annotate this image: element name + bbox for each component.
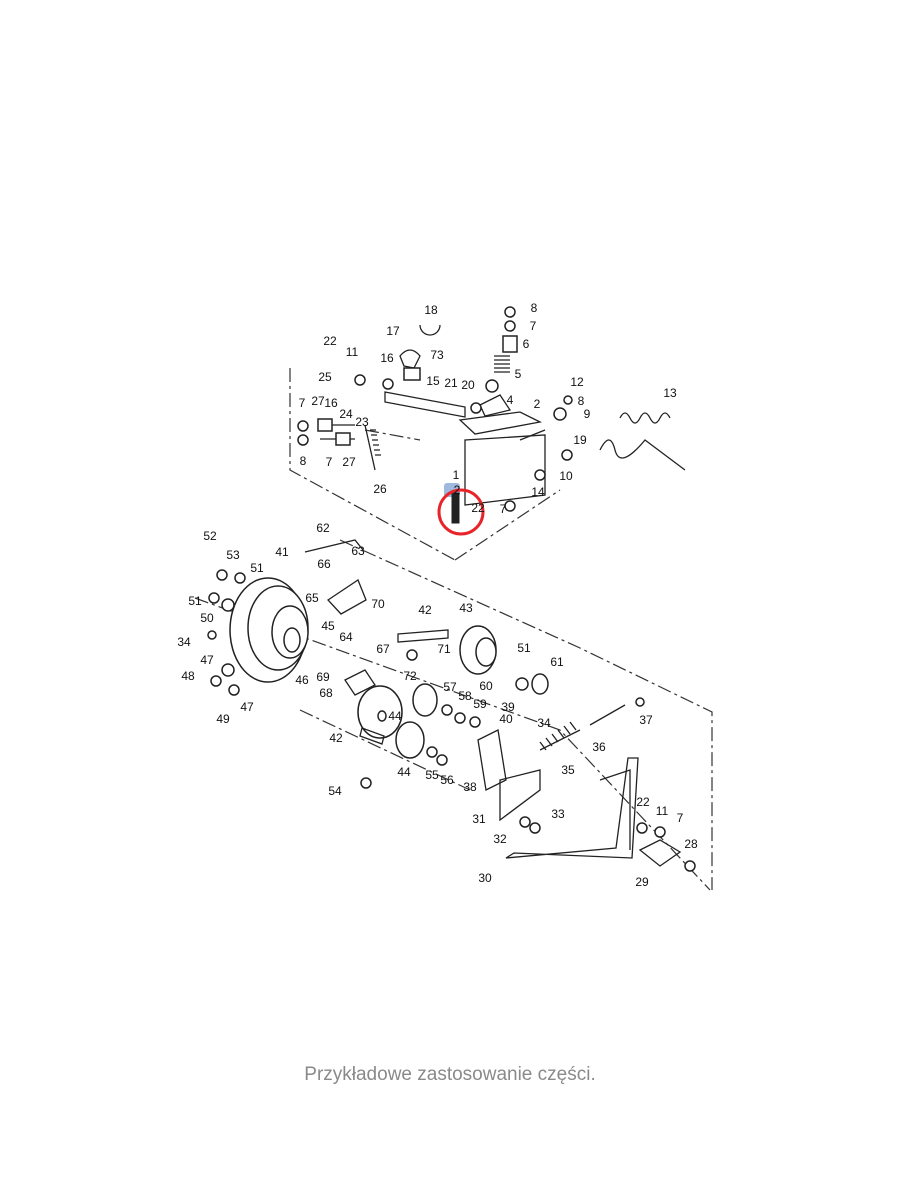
part-label: 4 bbox=[507, 393, 514, 407]
part-label: 6 bbox=[523, 337, 530, 351]
part-label: 16 bbox=[324, 396, 338, 410]
part-label: 7 bbox=[299, 396, 306, 410]
caption: Przykładowe zastosowanie części. bbox=[304, 1064, 596, 1085]
part-label: 23 bbox=[355, 415, 369, 429]
part-label: 25 bbox=[318, 370, 332, 384]
part-label: 47 bbox=[200, 653, 214, 667]
highlighted-part bbox=[437, 483, 485, 536]
part-label: 42 bbox=[329, 731, 343, 745]
part-label: 34 bbox=[177, 635, 191, 649]
part-label: 61 bbox=[550, 655, 564, 669]
part-label: 1 bbox=[453, 468, 460, 482]
part-label: 27 bbox=[311, 394, 325, 408]
part-label: 52 bbox=[203, 529, 217, 543]
part-label: 64 bbox=[339, 630, 353, 644]
part-label: 71 bbox=[437, 642, 451, 656]
part-label: 51 bbox=[250, 561, 264, 575]
part-label: 29 bbox=[635, 875, 649, 889]
part-label: 70 bbox=[371, 597, 385, 611]
part-label: 31 bbox=[472, 812, 486, 826]
part-label: 5 bbox=[515, 367, 522, 381]
part-label: 33 bbox=[551, 807, 565, 821]
highlight-circle bbox=[437, 488, 485, 536]
part-label: 7 bbox=[500, 502, 507, 516]
part-label: 60 bbox=[479, 679, 493, 693]
part-label: 53 bbox=[226, 548, 240, 562]
part-label: 57 bbox=[443, 680, 457, 694]
part-label: 43 bbox=[459, 601, 473, 615]
part-label: 69 bbox=[316, 670, 330, 684]
part-label: 22 bbox=[471, 501, 485, 515]
part-label: 49 bbox=[216, 712, 230, 726]
part-label: 15 bbox=[426, 374, 440, 388]
part-label: 26 bbox=[373, 482, 387, 496]
part-label: 38 bbox=[463, 780, 477, 794]
part-label: 21 bbox=[444, 376, 458, 390]
part-label: 18 bbox=[424, 303, 438, 317]
part-label: 58 bbox=[458, 689, 472, 703]
part-label: 24 bbox=[339, 407, 353, 421]
part-label: 51 bbox=[517, 641, 531, 655]
part-label: 13 bbox=[663, 386, 677, 400]
part-label: 12 bbox=[570, 375, 584, 389]
part-label: 47 bbox=[240, 700, 254, 714]
part-label: 56 bbox=[440, 773, 454, 787]
part-label: 41 bbox=[275, 545, 289, 559]
part-label: 39 bbox=[501, 700, 515, 714]
part-label: 63 bbox=[351, 544, 365, 558]
part-label: 40 bbox=[499, 712, 513, 726]
part-label: 14 bbox=[531, 485, 545, 499]
part-label: 8 bbox=[300, 454, 307, 468]
part-label: 19 bbox=[573, 433, 587, 447]
part-label: 10 bbox=[559, 469, 573, 483]
part-label: 37 bbox=[639, 713, 653, 727]
part-label: 34 bbox=[537, 716, 551, 730]
part-label: 66 bbox=[317, 557, 331, 571]
part-label: 32 bbox=[493, 832, 507, 846]
part-label: 44 bbox=[388, 709, 402, 723]
upper-assembly bbox=[297, 306, 686, 512]
part-label: 72 bbox=[403, 669, 417, 683]
part-label: 68 bbox=[319, 686, 333, 700]
part-label: 7 bbox=[530, 319, 537, 333]
part-label: 44 bbox=[397, 765, 411, 779]
part-label: 2 bbox=[454, 483, 461, 497]
part-label: 73 bbox=[430, 348, 444, 362]
part-label: 59 bbox=[473, 697, 487, 711]
part-label: 67 bbox=[376, 642, 390, 656]
part-label: 8 bbox=[531, 301, 538, 315]
part-label: 55 bbox=[425, 768, 439, 782]
part-label: 28 bbox=[684, 837, 698, 851]
part-label: 54 bbox=[328, 784, 342, 798]
part-label: 42 bbox=[418, 603, 432, 617]
part-label: 36 bbox=[592, 740, 606, 754]
part-label: 22 bbox=[636, 795, 650, 809]
part-label: 20 bbox=[461, 378, 475, 392]
part-label: 16 bbox=[380, 351, 394, 365]
part-label: 11 bbox=[346, 345, 359, 359]
part-label: 2 bbox=[534, 397, 541, 411]
part-label: 7 bbox=[677, 811, 684, 825]
part-label: 65 bbox=[305, 591, 319, 605]
part-label: 46 bbox=[295, 673, 309, 687]
part-label: 7 bbox=[326, 455, 333, 469]
part-label: 62 bbox=[316, 521, 330, 535]
part-label: 35 bbox=[561, 763, 575, 777]
lower-assembly bbox=[207, 569, 696, 872]
part-label: 8 bbox=[578, 394, 585, 408]
part-label: 45 bbox=[321, 619, 335, 633]
part-label: 30 bbox=[478, 871, 492, 885]
part-label: 17 bbox=[386, 324, 400, 338]
part-label: 9 bbox=[584, 407, 591, 421]
part-label: 27 bbox=[342, 455, 356, 469]
part-label: 51 bbox=[188, 594, 202, 608]
highlighted-bolt bbox=[451, 492, 460, 524]
part-label: 50 bbox=[200, 611, 214, 625]
part-label: 48 bbox=[181, 669, 195, 683]
part-label: 22 bbox=[323, 334, 337, 348]
part-label: 11 bbox=[656, 804, 669, 818]
